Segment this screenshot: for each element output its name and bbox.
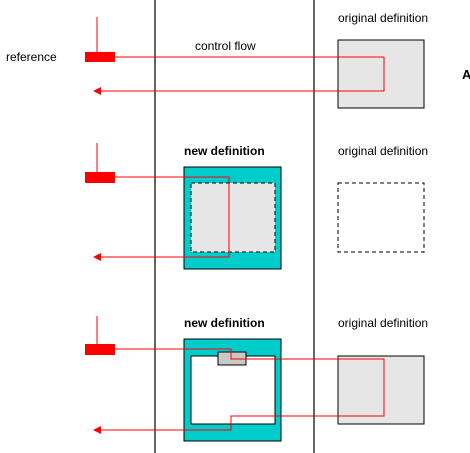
control-flow-label: control flow [195, 39, 256, 53]
inlined-original-box-row-2 [190, 182, 276, 253]
reference-label: reference [6, 50, 57, 64]
reference-block-row-1 [85, 52, 115, 62]
original-definition-box-row-2 [337, 182, 425, 253]
new-definition-inner-white-row-3 [190, 355, 276, 425]
control-flow-path-row-3-in [93, 348, 385, 434]
edge-letter-label: A [462, 67, 470, 82]
reference-block-row-2 [85, 172, 115, 183]
row-1 [85, 17, 425, 109]
row-2: new definition original definition [85, 143, 428, 270]
original-definition-box-row-1 [337, 39, 425, 109]
original-definition-label-row-3: original definition [338, 316, 428, 330]
original-definition-box-row-3 [337, 355, 425, 425]
control-flow-path-row-2 [93, 176, 230, 261]
new-definition-label-row-2: new definition [184, 144, 265, 158]
reference-block-row-3 [85, 344, 115, 355]
row-3: new definition original definition [85, 316, 428, 442]
original-definition-label-row-1: original definition [338, 11, 428, 25]
original-definition-label-row-2: original definition [338, 144, 428, 158]
control-flow-path-row-1 [93, 56, 385, 95]
new-definition-label-row-3: new definition [184, 316, 265, 330]
